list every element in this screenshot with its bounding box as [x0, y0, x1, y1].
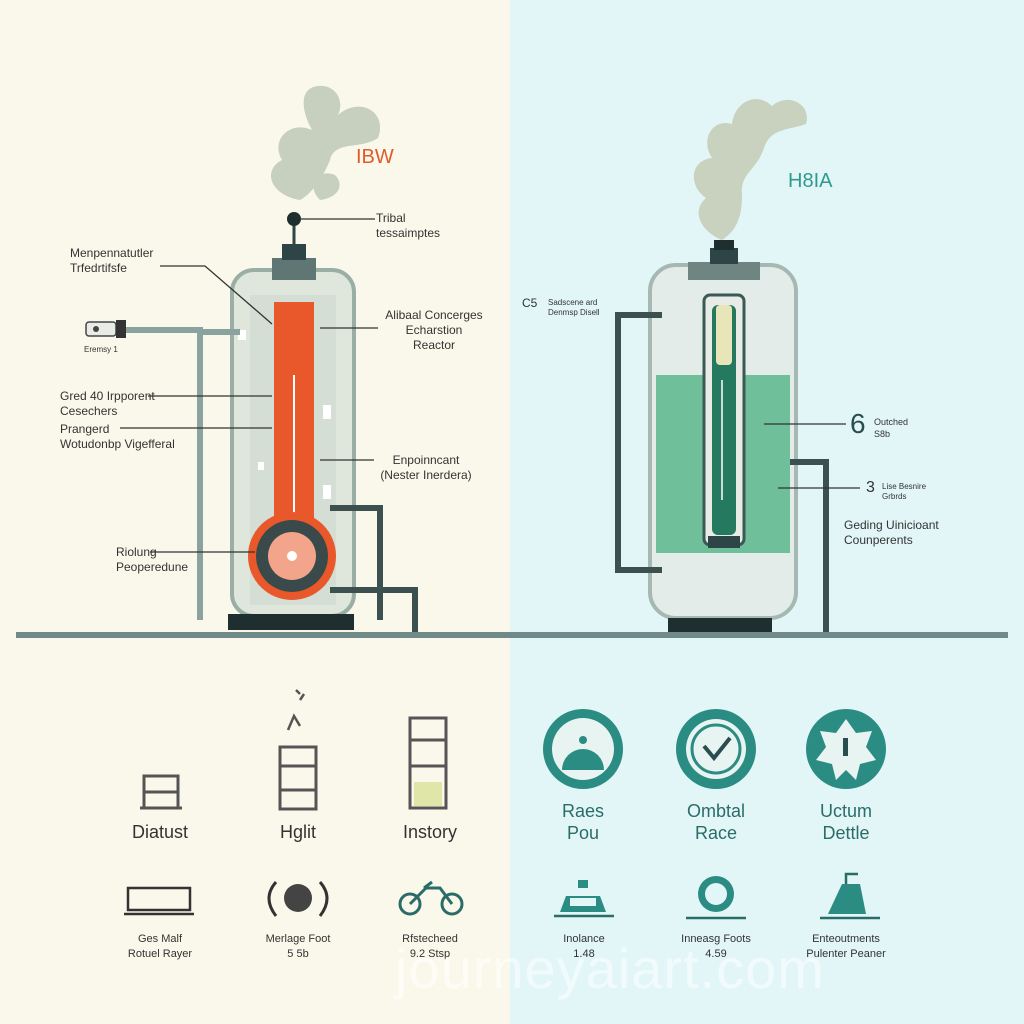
badge-icon	[806, 709, 886, 789]
title-line: Race	[694, 823, 738, 843]
clock-icon	[676, 709, 756, 789]
brain-icon	[267, 881, 329, 917]
label-line: (Nester Inerdera)	[380, 468, 472, 482]
left-reactor-tank	[228, 212, 356, 630]
left-steam	[270, 85, 381, 200]
label-eremsy: Eremsy 1	[84, 345, 118, 354]
label-line: Cesechers	[60, 404, 118, 418]
label-alibaal: Alibaal Concerges Echarstion Reactor	[382, 308, 486, 353]
icon-title-instory: Instory	[402, 822, 458, 842]
label-riolung: Riolung Peoperedune	[116, 545, 188, 575]
caption-ges-malf: Ges Malf Rotuel Rayer	[110, 932, 210, 962]
icon-title-hglit: Hglit	[279, 822, 316, 842]
label-line: Reactor	[412, 338, 456, 352]
tower-icon	[278, 689, 318, 811]
title-line: Uctum	[819, 801, 872, 821]
left-title: IBW	[356, 146, 394, 168]
left-leader-lines	[120, 218, 378, 553]
label-prangerd: Prangerd Wotudonbp Vigefferal	[60, 422, 175, 452]
number-6: 6	[850, 408, 866, 439]
caption-line: Merlage Foot	[265, 933, 331, 945]
label-line: Counperents	[844, 533, 913, 547]
right-leader-lines	[764, 423, 860, 489]
caption-rfstecheed: Rfstecheed 9.2 Stsp	[380, 932, 480, 962]
caption-enteoutments: Enteoutments Pulenter Peaner	[796, 932, 896, 962]
title-line: Pou	[566, 823, 600, 843]
label-line: Outched	[874, 417, 909, 427]
label-lise-besnire: Lise Besnire Grbrds	[882, 482, 926, 502]
title-line: Dettle	[822, 823, 870, 843]
caption-line: Rotuel Rayer	[127, 948, 193, 960]
label-line: Menpennatutler	[70, 246, 154, 260]
caption-line: 1.48	[573, 948, 595, 960]
caption-line: Rfstecheed	[402, 933, 458, 945]
caption-inneasg-foots: Inneasg Foots 4.59	[666, 932, 766, 962]
caption-line: Ges Malf	[137, 933, 182, 945]
label-line: tessaimptes	[376, 226, 441, 240]
title-line: Ombtal	[686, 801, 746, 821]
gauge-icon	[543, 709, 623, 789]
icon-title-ombtal: Ombtal Race	[666, 800, 766, 844]
label-line: Geding Uinicioant	[844, 518, 939, 532]
tank-icon	[408, 716, 448, 810]
left-inlet-pipe	[120, 327, 203, 620]
label-line: Grbrds	[882, 492, 907, 501]
number-3: 3	[866, 479, 875, 496]
label-gred: Gred 40 Irpporent Cesechers	[60, 389, 155, 419]
label-line: Gred 40 Irpporent	[60, 389, 155, 403]
icon-title-diatust: Diatust	[131, 822, 189, 842]
gear-icon	[686, 876, 746, 920]
label-line: Echarstion	[405, 323, 463, 337]
sign-icon	[124, 886, 194, 916]
icon-title-uctum: Uctum Dettle	[796, 800, 896, 844]
left-steam-2	[313, 173, 340, 200]
icon-title-raes: Raes Pou	[533, 800, 633, 844]
left-outlet-pipe	[330, 505, 383, 620]
label-line: Wotudonbp Vigefferal	[60, 437, 175, 451]
label-line: Enpoinncant	[392, 453, 460, 467]
label-line: Lise Besnire	[882, 482, 927, 491]
label-line: S8b	[874, 429, 891, 439]
caption-line: 4.59	[705, 948, 727, 960]
label-c5: C5	[522, 296, 538, 310]
label-line: Sadscene ard	[548, 298, 598, 307]
label-line: Prangerd	[60, 422, 110, 436]
right-right-pipe	[790, 459, 829, 632]
right-left-pipe	[615, 312, 662, 573]
label-line: Denmsp Disell	[548, 308, 600, 317]
label-outched: Outched S8b	[874, 416, 908, 440]
valve-icon	[85, 320, 126, 338]
iron-icon	[820, 872, 880, 920]
caption-line: Inneasg Foots	[681, 933, 751, 945]
caption-line: Enteoutments	[812, 933, 880, 945]
frame-icon	[140, 774, 182, 810]
caption-line: 5 5b	[287, 948, 309, 960]
caption-line: 9.2 Stsp	[409, 948, 451, 960]
label-line: Riolung	[116, 545, 157, 559]
caption-merlage-foot: Merlage Foot 5 5b	[248, 932, 348, 962]
label-sadscene: Sadscene ard Denmsp Disell	[548, 298, 600, 318]
caption-line: Pulenter Peaner	[806, 948, 886, 960]
label-line: Tribal	[376, 211, 406, 225]
title-line: Raes	[561, 801, 605, 821]
right-reactor-tank	[648, 240, 798, 632]
label-tribal: Tribal tessaimptes	[376, 211, 440, 241]
caption-inolance: Inolance 1.48	[534, 932, 634, 962]
label-line: Trfedrtifsfe	[70, 261, 127, 275]
label-menpennatutler: Menpennatutler Trfedrtifsfe	[70, 246, 153, 276]
motorcycle-icon	[398, 880, 464, 916]
label-line: Alibaal Concerges	[385, 308, 483, 322]
car-icon	[554, 880, 614, 918]
right-title: H8IA	[788, 170, 833, 192]
ground-line	[16, 632, 1008, 638]
label-line: Peoperedune	[116, 560, 189, 574]
watermark: journeyaiart.com	[395, 937, 825, 1000]
right-steam	[693, 99, 807, 240]
label-geding: Geding Uinicioant Counperents	[844, 518, 939, 548]
caption-line: Inolance	[563, 933, 605, 945]
label-enpoinncant: Enpoinncant (Nester Inerdera)	[374, 453, 478, 483]
